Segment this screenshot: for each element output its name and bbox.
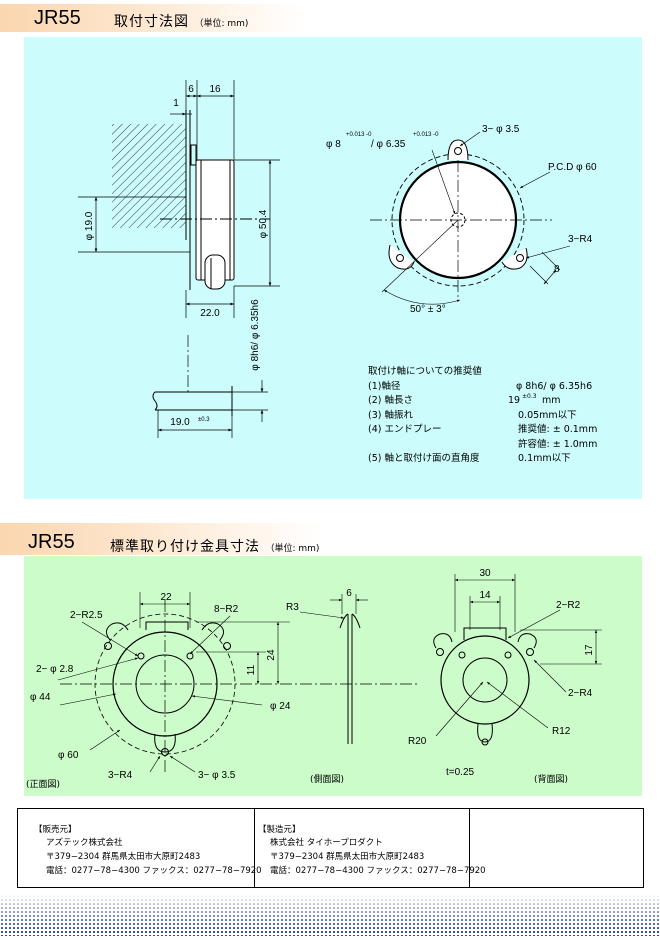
dim-len19: 19.0 — [170, 417, 190, 428]
dim-r3: R3 — [286, 602, 299, 613]
dim-hole: 3− φ 3.5 — [482, 124, 520, 135]
dim-6: 6 — [346, 588, 352, 599]
dim-24: 24 — [266, 649, 277, 661]
dotted-footer-band — [0, 894, 660, 936]
dim-r4: 2−R4 — [568, 688, 593, 699]
maker-company: 株式会社 タイホープロダクト — [270, 838, 383, 848]
unit-label: （単位: mm) — [194, 19, 249, 29]
mounting-wall — [112, 124, 186, 228]
dim-11: 11 — [246, 664, 257, 675]
section-title: 標準取り付け金具寸法 — [110, 539, 260, 555]
caption-front: (正面図) — [26, 779, 60, 790]
section1-header: JR55 取付寸法図 （単位: mm) — [0, 4, 360, 32]
caption-side: (側面図) — [310, 773, 344, 785]
unit-label: （単位: mm) — [265, 544, 320, 554]
dim-phi28: 2− φ 2.8 — [36, 664, 74, 675]
recommend-heading: 取付け軸についての推奨値 — [368, 366, 482, 377]
dim-pcd: P.C.D φ 60 — [548, 162, 597, 173]
dim-8: 8 — [554, 264, 560, 275]
seller-phone: 電話：0277−78−4300 ファックス：0277−78−7920 — [46, 866, 262, 876]
dim-30: 30 — [479, 568, 491, 579]
dim-r2: 2−R2 — [556, 600, 581, 611]
mounting-dimension-panel — [24, 37, 642, 499]
dim-angle: 50° ± 3° — [410, 304, 446, 315]
dim-shaft-phi635: / φ 6.35 — [371, 139, 406, 150]
maker-phone: 電話：0277−78−4300 ファックス：0277−78−7920 — [270, 866, 486, 876]
dim-thickness: t=0.25 — [446, 767, 475, 778]
dim-shaft: φ 8h6/ φ 6.35h6 — [250, 299, 261, 371]
model-name: JR55 — [28, 531, 75, 553]
dim-shaft-tol: +0.013 -0 — [346, 132, 372, 138]
seller-info: 【販売元】 アズテック株式会社 〒379−2304 群馬県太田市大原町2483 … — [18, 809, 262, 887]
dim-phi504: φ 50.4 — [258, 209, 269, 238]
dim-phi44: φ 44 — [30, 692, 51, 703]
dim-len19-tol: ±0.3 — [198, 417, 210, 423]
seller-title: 【販売元】 — [34, 825, 77, 835]
maker-address: 〒379−2304 群馬県太田市大原町2483 — [270, 852, 425, 862]
dim-hole: 3− φ 3.5 — [198, 770, 236, 781]
caption-back: (背面図) — [534, 773, 568, 785]
dim-r4: 3−R4 — [568, 234, 593, 245]
dim-r25: 2−R2.5 — [70, 610, 103, 621]
bracket-dimension-panel — [24, 556, 642, 796]
dim-17: 17 — [584, 644, 595, 656]
dim-6: 6 — [188, 84, 194, 95]
mounting-dimension-drawing: 1 6 16 φ 19.0 φ 50.4 22.0 φ 8h6/ φ 6.35h… — [78, 80, 597, 438]
dim-r20: R20 — [408, 736, 427, 747]
dim-phi60: φ 60 — [58, 750, 79, 761]
model-name: JR55 — [34, 7, 81, 29]
dim-phi19: φ 19.0 — [84, 211, 95, 240]
seller-address: 〒379−2304 群馬県太田市大原町2483 — [46, 852, 201, 862]
maker-info: 【製造元】 株式会社 タイホープロダクト 〒379−2304 群馬県太田市大原町… — [254, 809, 486, 887]
seller-company: アズテック株式会社 — [46, 838, 123, 848]
contact-footer: 【販売元】 アズテック株式会社 〒379−2304 群馬県太田市大原町2483 … — [17, 808, 644, 888]
dim-phi24: φ 24 — [270, 701, 291, 712]
dim-1: 1 — [173, 98, 179, 109]
empty-cell — [470, 809, 643, 887]
dim-16: 16 — [209, 84, 221, 95]
dim-shaft-tol2: +0.013 -0 — [413, 132, 439, 138]
dim-r12: R12 — [552, 726, 571, 737]
section-title: 取付寸法図 — [114, 14, 189, 30]
dim-r2: 8−R2 — [214, 604, 239, 615]
dim-r4: 3−R4 — [108, 770, 133, 781]
dim-22: 22.0 — [200, 308, 220, 319]
dim-shaft-phi8: φ 8 — [326, 139, 341, 150]
dim-14: 14 — [479, 590, 491, 601]
pcd-circle — [391, 153, 525, 287]
maker-title: 【製造元】 — [258, 825, 301, 835]
section2-header: JR55 標準取り付け金具寸法 （単位: mm) — [0, 523, 380, 555]
dim-22: 22 — [160, 592, 172, 603]
